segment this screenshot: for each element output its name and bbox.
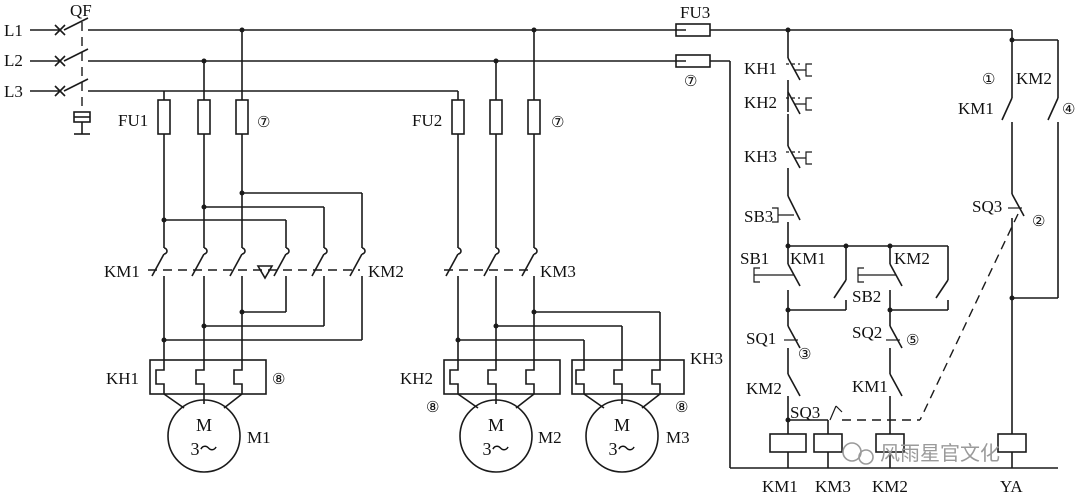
- watermark: 风雨星官文化: [842, 441, 1000, 465]
- label-sq2: SQ2: [852, 323, 882, 342]
- label-kh3-nc: KH3: [744, 147, 777, 166]
- label-l1: L1: [4, 21, 23, 40]
- m1-letter: M: [196, 415, 212, 435]
- label-m1: M1: [247, 428, 271, 447]
- mark-2: ②: [1032, 214, 1045, 230]
- supply-lines: L1 L2 L3 QF: [4, 1, 1012, 135]
- m1-phase: 3～: [191, 439, 218, 459]
- label-l2: L2: [4, 51, 23, 70]
- m1-power-circuit: FU1 ⑦ KM1 KM2: [104, 27, 404, 473]
- mark-3: ③: [798, 347, 811, 363]
- label-fu1: FU1: [118, 111, 148, 130]
- mark-8-kh2: ⑧: [426, 400, 439, 416]
- watermark-text: 风雨星官文化: [880, 441, 1000, 465]
- wechat-icon: [842, 442, 862, 462]
- fuse-fu3: FU3 ⑦: [675, 3, 711, 90]
- label-km1-ya: KM1: [958, 99, 994, 118]
- label-fu2: FU2: [412, 111, 442, 130]
- label-km1-interlock: KM1: [852, 377, 888, 396]
- label-km3-main: KM3: [540, 262, 576, 281]
- mark-4: ④: [1062, 102, 1075, 118]
- mark-8-kh1: ⑧: [272, 372, 285, 388]
- label-qf: QF: [70, 1, 92, 20]
- label-km1-hold: KM1: [790, 249, 826, 268]
- label-coil-km2: KM2: [872, 477, 908, 496]
- label-kh2-nc: KH2: [744, 93, 777, 112]
- m3-phase: 3～: [609, 439, 636, 459]
- label-km2-interlock: KM2: [746, 379, 782, 398]
- label-ya: YA: [1000, 477, 1023, 496]
- label-km2-hold: KM2: [894, 249, 930, 268]
- label-kh2: KH2: [400, 369, 433, 388]
- mark-7-fu2: ⑦: [551, 115, 564, 131]
- label-l3: L3: [4, 82, 23, 101]
- mark-5: ⑤: [906, 333, 919, 349]
- m3-letter: M: [614, 415, 630, 435]
- label-kh1: KH1: [106, 369, 139, 388]
- mark-1: ①: [982, 72, 995, 88]
- label-sb1: SB1: [740, 249, 769, 268]
- label-km2-main: KM2: [368, 262, 404, 281]
- label-sq3-ya: SQ3: [972, 197, 1002, 216]
- label-km2-ya: KM2: [1016, 69, 1052, 88]
- label-sb2: SB2: [852, 287, 881, 306]
- label-km1-main: KM1: [104, 262, 140, 281]
- m2-m3-power-circuit: FU2 ⑦ KM3 KH2 ⑧: [164, 27, 723, 473]
- label-coil-km1: KM1: [762, 477, 798, 496]
- label-m3: M3: [666, 428, 690, 447]
- label-fu3: FU3: [680, 3, 710, 22]
- label-coil-km3: KM3: [815, 477, 851, 496]
- control-circuit: KH1 KH2 KH3 SB3 SB1 KM1: [729, 27, 1075, 496]
- label-sb3: SB3: [744, 207, 773, 226]
- label-kh1-nc: KH1: [744, 59, 777, 78]
- label-sq1: SQ1: [746, 329, 776, 348]
- label-m2: M2: [538, 428, 562, 447]
- mark-8-kh3: ⑧: [675, 400, 688, 416]
- label-kh3: KH3: [690, 349, 723, 368]
- mark-7-fu3: ⑦: [684, 74, 697, 90]
- m2-phase: 3～: [483, 439, 510, 459]
- m2-letter: M: [488, 415, 504, 435]
- label-sq3-ctl: SQ3: [790, 403, 820, 422]
- mark-7-fu1: ⑦: [257, 115, 270, 131]
